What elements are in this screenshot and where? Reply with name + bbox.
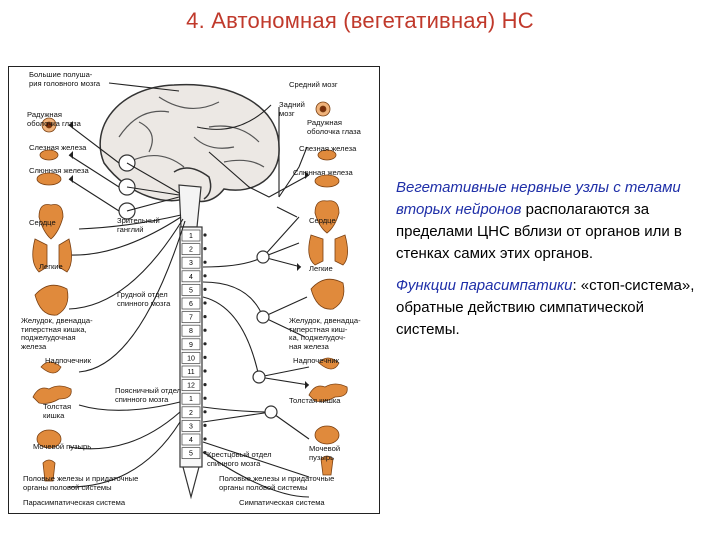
spinal-node bbox=[203, 261, 206, 264]
label-sacral-spine: Крестцовый отдел спинного мозга bbox=[207, 451, 272, 468]
spinal-segment-number: 1 bbox=[189, 396, 193, 403]
spinal-node bbox=[203, 369, 206, 372]
spinal-segment-number: 4 bbox=[189, 437, 193, 444]
spinal-node bbox=[203, 410, 206, 413]
label-lacrimal-right: Слезная железа bbox=[299, 145, 356, 154]
spinal-segment-number: 6 bbox=[189, 301, 193, 308]
spinal-node bbox=[203, 356, 206, 359]
spinal-segment-number: 5 bbox=[189, 287, 193, 294]
ganglion-right-2 bbox=[257, 311, 269, 323]
spinal-segment-number: 7 bbox=[189, 315, 193, 322]
label-adrenal-left: Надпочечник bbox=[45, 357, 91, 366]
spinal-segment-number: 3 bbox=[189, 260, 193, 267]
spinal-segment-number: 9 bbox=[189, 342, 193, 349]
spinal-node bbox=[203, 233, 206, 236]
label-salivary-left: Слюнная железа bbox=[29, 167, 89, 176]
slide-title: 4. Автономная (вегетативная) НС bbox=[0, 8, 720, 34]
label-iris-left: Радужная оболочка глаза bbox=[27, 111, 81, 128]
spinal-segment-number: 2 bbox=[189, 410, 193, 417]
label-stomach-left: Желудок, двенадца- типерстная кишка, под… bbox=[21, 317, 93, 351]
ganglion-right-1 bbox=[257, 251, 269, 263]
label-adrenal-right: Надпочечник bbox=[293, 357, 339, 366]
ganglion-right-4 bbox=[265, 406, 277, 418]
label-sympathetic-system: Симпатическая система bbox=[239, 499, 325, 508]
right-bladder-icon bbox=[315, 426, 339, 444]
spinal-segment-number: 8 bbox=[189, 328, 193, 335]
spinal-node bbox=[203, 247, 206, 250]
label-bladder-right: Мочевой пузырь bbox=[309, 445, 340, 462]
spinal-node bbox=[203, 274, 206, 277]
label-thoracic-spine: Грудной отдел спинного мозга bbox=[117, 291, 170, 308]
label-lungs-left: Легкие bbox=[39, 263, 63, 272]
label-reproductive-right: Половые железы и придаточные органы поло… bbox=[219, 475, 334, 492]
label-salivary-right: Слюнная железа bbox=[293, 169, 353, 178]
label-iris-right: Радужная оболочка глаза bbox=[307, 119, 361, 136]
label-midbrain: Средний мозг bbox=[289, 81, 338, 90]
paragraph-parasympathetic: Функции парасимпатики: «стоп-система», о… bbox=[396, 275, 696, 341]
label-optic-ganglion: Зрительный ганглий bbox=[117, 217, 160, 234]
label-heart-right: Сердце bbox=[309, 217, 336, 226]
spinal-segment-number: 3 bbox=[189, 423, 193, 430]
spinal-segment-number: 12 bbox=[187, 383, 195, 390]
label-colon-left: Толстая кишка bbox=[43, 403, 71, 420]
paragraph-ganglia: Вегетативные нервные узлы с телами вторы… bbox=[396, 177, 696, 265]
label-hindbrain: Задний мозг bbox=[279, 101, 305, 118]
spinal-segment-number: 4 bbox=[189, 274, 193, 281]
spinal-node bbox=[203, 437, 206, 440]
spinal-node bbox=[203, 397, 206, 400]
spinal-segment-number: 5 bbox=[189, 451, 193, 458]
label-lumbar-spine: Поясничный отдел спинного мозга bbox=[115, 387, 181, 404]
ganglion-right-3 bbox=[253, 371, 265, 383]
parasympathetic-highlight: Функции парасимпатики bbox=[396, 277, 572, 294]
spinal-node bbox=[203, 315, 206, 318]
spinal-node bbox=[203, 288, 206, 291]
spinal-node bbox=[203, 424, 206, 427]
spinal-node bbox=[203, 329, 206, 332]
label-parasympathetic-system: Парасимпатическая система bbox=[23, 499, 125, 508]
spinal-segment-number: 10 bbox=[187, 355, 195, 362]
spinal-segment-number: 11 bbox=[187, 369, 194, 376]
label-reproductive-left: Половые железы и придаточные органы поло… bbox=[23, 475, 138, 492]
text-panel: Вегетативные нервные узлы с телами вторы… bbox=[396, 177, 696, 351]
right-stomach-icon bbox=[311, 279, 344, 309]
label-stomach-right: Желудок, двенадца- типерстная киш- ка, п… bbox=[289, 317, 361, 351]
label-colon-right: Толстая кишка bbox=[289, 397, 341, 406]
right-lungs-icon bbox=[309, 235, 348, 265]
label-lungs-right: Легкие bbox=[309, 265, 333, 274]
spinal-node bbox=[203, 383, 206, 386]
left-colon-icon bbox=[33, 386, 71, 404]
label-cerebral-hemispheres: Большие полуша- рия головного мозга bbox=[29, 71, 100, 88]
left-stomach-icon bbox=[35, 285, 68, 315]
label-lacrimal-left: Слезная железа bbox=[29, 144, 86, 153]
spinal-node bbox=[203, 342, 206, 345]
label-heart-left: Сердце bbox=[29, 219, 56, 228]
spinal-segment-number: 2 bbox=[189, 247, 193, 254]
spinal-segment-number: 1 bbox=[189, 233, 193, 240]
label-bladder-left: Мочевой пузырь bbox=[33, 443, 91, 452]
spinal-node bbox=[203, 301, 206, 304]
